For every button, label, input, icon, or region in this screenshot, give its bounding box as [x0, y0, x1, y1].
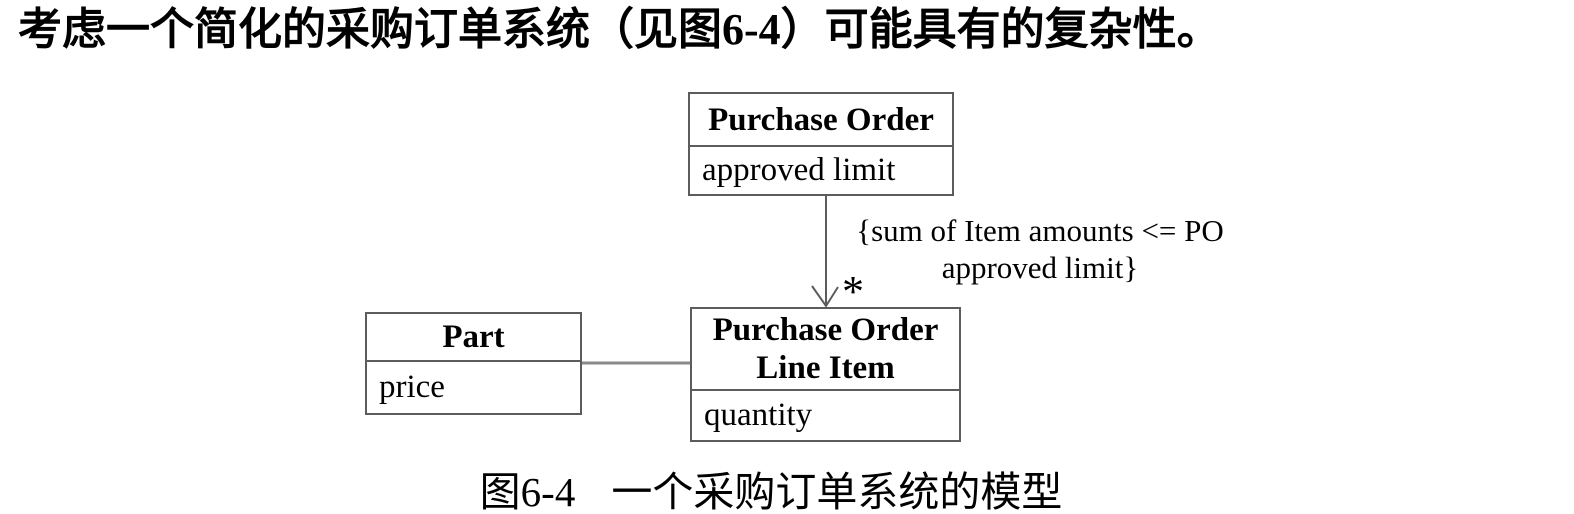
title-line-1: Purchase Order [712, 312, 939, 348]
figure-caption-text: 一个采购订单系统的模型 [611, 469, 1063, 514]
class-part-attribute: price [379, 369, 445, 405]
constraint-line-2: approved limit} [941, 250, 1139, 285]
class-part: Part price [365, 312, 582, 415]
constraint-line-1: {sum of Item amounts <= PO [856, 213, 1224, 248]
class-purchase-order-title: Purchase Order [690, 94, 952, 147]
class-purchase-order-line-item-attribute: quantity [704, 397, 813, 433]
class-purchase-order-line-item: Purchase Order Line Item quantity [690, 307, 961, 442]
class-purchase-order-line-item-title: Purchase Order Line Item [692, 309, 959, 391]
figure-caption: 图6-4 一个采购订单系统的模型 [0, 458, 1542, 514]
figure-caption-label: 图6-4 [479, 469, 576, 514]
arrowhead-icon [811, 285, 839, 308]
class-purchase-order-attribute: approved limit [702, 152, 896, 188]
class-purchase-order: Purchase Order approved limit [688, 92, 954, 196]
body-text: 考虑一个简化的采购订单系统（见图6-4）可能具有的复杂性。 [18, 5, 1221, 54]
title-line-2: Line Item [756, 350, 895, 386]
multiplicity-star: * [842, 267, 864, 316]
constraint-note: {sum of Item amounts <= PO approved limi… [838, 212, 1242, 286]
class-part-title: Part [367, 314, 580, 362]
